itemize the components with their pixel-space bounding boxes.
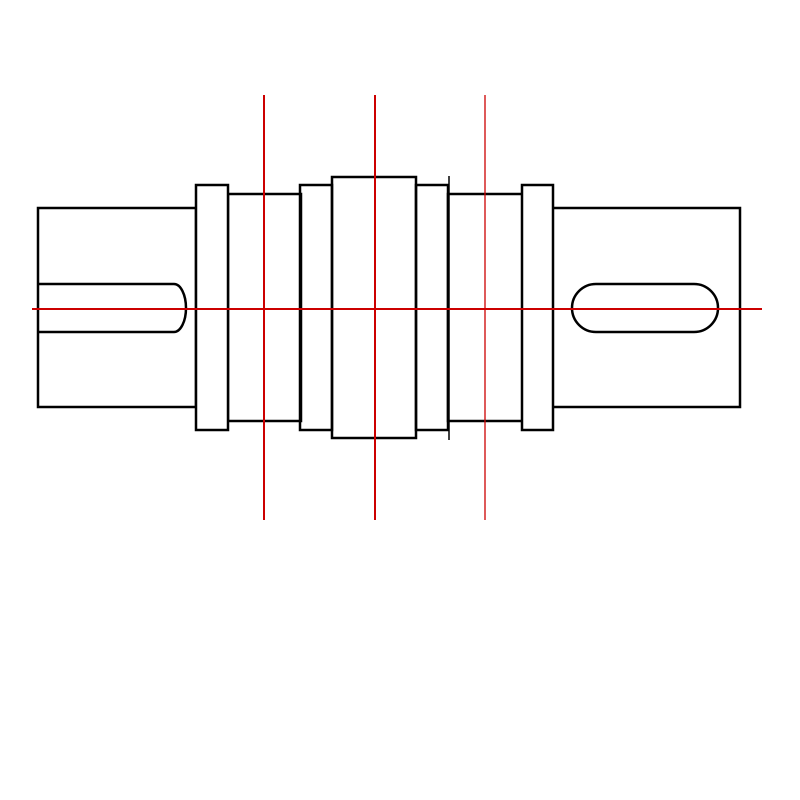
right-shoulder-ring bbox=[520, 183, 555, 432]
right-keyway bbox=[570, 282, 720, 334]
left-step-collar bbox=[298, 183, 334, 432]
left-shoulder-ring bbox=[194, 183, 230, 432]
centerlines bbox=[32, 95, 762, 520]
left-end-segment bbox=[36, 206, 198, 409]
right-step-collar bbox=[414, 183, 450, 432]
right-end-segment bbox=[550, 206, 742, 409]
